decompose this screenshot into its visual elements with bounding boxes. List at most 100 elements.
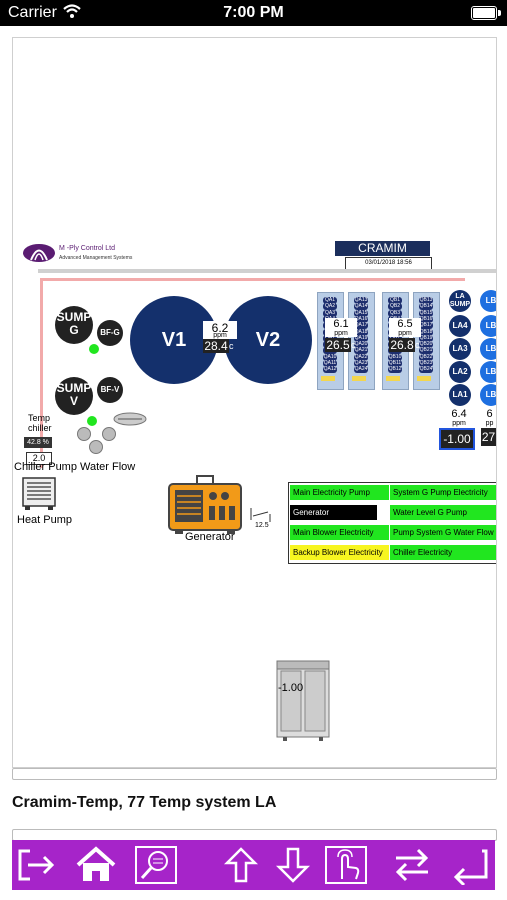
cabinet-unit[interactable]: QA23: [354, 360, 368, 367]
battery-icon: [471, 6, 497, 20]
status-system-g-pump-electricity[interactable]: System G Pump Electricity: [390, 485, 496, 500]
cabinet-unit[interactable]: QA2: [323, 303, 337, 311]
lb1[interactable]: LB: [480, 384, 496, 406]
home-icon: [76, 846, 116, 881]
scada-panel[interactable]: M -Ply Control Ltd Advanced Management S…: [12, 37, 497, 768]
cabinet-unit[interactable]: QA24: [354, 366, 368, 374]
cabinet-unit[interactable]: QB20: [419, 341, 433, 349]
sump-g[interactable]: SUMP G: [55, 306, 93, 344]
cabinet-unit[interactable]: QA1: [323, 297, 337, 304]
fan-icon: [113, 412, 147, 426]
status-main-electricity-pump[interactable]: Main Electricity Pump: [290, 485, 389, 500]
generator-icon[interactable]: [165, 474, 245, 536]
status-main-blower-electricity[interactable]: Main Blower Electricity: [290, 525, 389, 540]
cabinet-unit[interactable]: QB24: [419, 366, 433, 374]
la2[interactable]: LA2: [449, 361, 471, 383]
la-sump[interactable]: LA SUMP: [449, 290, 471, 312]
fridge-value: -1.00: [278, 682, 304, 694]
cabinet-unit[interactable]: QB13: [419, 297, 433, 304]
cabinet-unit[interactable]: QA14: [354, 303, 368, 311]
temp-chiller-label: Temp chiller: [28, 413, 52, 433]
cabinet-unit[interactable]: QA3: [323, 309, 337, 317]
status-backup-blower-electricity[interactable]: Backup Blower Electricity: [290, 545, 389, 560]
lb-ppm-unit: pp: [483, 420, 496, 428]
exit-button[interactable]: [16, 845, 60, 885]
heat-pump-icon[interactable]: [20, 475, 58, 511]
lb2[interactable]: LB: [480, 361, 496, 383]
tank-v2[interactable]: V2: [224, 296, 312, 384]
touch-mode-button[interactable]: [324, 845, 368, 885]
cabinet-unit[interactable]: QA17: [354, 322, 368, 330]
pump-bf-g[interactable]: BF-G: [97, 320, 123, 346]
cabinet-unit[interactable]: QB11: [388, 360, 402, 367]
cabinet-unit[interactable]: QA21: [354, 347, 368, 355]
status-chiller-electricity[interactable]: Chiller Electricity: [390, 545, 496, 560]
cabinet-unit[interactable]: QB16: [419, 315, 433, 323]
sump-v[interactable]: SUMP V: [55, 377, 93, 415]
fridge-icon[interactable]: [275, 659, 331, 741]
cabinet-unit[interactable]: QA11: [323, 360, 337, 367]
la-ppm-value: 6.4: [444, 408, 474, 421]
lb-sump[interactable]: LB: [480, 290, 496, 312]
generator-value: 12.5: [255, 522, 269, 529]
cabinet-status: [321, 376, 335, 381]
company-name: M -Ply Control Ltd: [59, 245, 116, 252]
cabinet-unit[interactable]: QB23: [419, 360, 433, 367]
cabinet-unit[interactable]: QA15: [354, 309, 368, 317]
mid1-ppm-unit: ppm: [325, 330, 357, 337]
search-button[interactable]: [134, 845, 178, 885]
mid1-ppm-value: 6.1: [325, 318, 357, 331]
status-generator[interactable]: Generator: [290, 505, 377, 520]
la3[interactable]: LA3: [449, 338, 471, 360]
scroll-up-button[interactable]: [219, 845, 263, 885]
cabinet-unit[interactable]: QB15: [419, 309, 433, 317]
back-button[interactable]: [446, 845, 490, 887]
la1[interactable]: LA1: [449, 384, 471, 406]
cabinet-unit[interactable]: QA22: [354, 353, 368, 361]
lb4[interactable]: LB: [480, 315, 496, 337]
cabinet-unit[interactable]: QB2: [388, 303, 402, 311]
cabinet-unit[interactable]: QA20: [354, 341, 368, 349]
pump-bf-v[interactable]: BF-V: [97, 377, 123, 403]
swap-button[interactable]: [390, 845, 434, 885]
horizontal-scrollbar[interactable]: [12, 768, 497, 780]
valve-icon: [77, 427, 91, 441]
cabinet-unit[interactable]: QB3: [388, 309, 402, 317]
cabinet-unit[interactable]: QB18: [419, 328, 433, 336]
cabinet-unit[interactable]: QB1: [388, 297, 402, 304]
valve-icon: [102, 427, 116, 441]
cabinet-unit[interactable]: QA12: [323, 366, 337, 374]
cabinet-unit[interactable]: QA18: [354, 328, 368, 336]
cabinet-unit[interactable]: QB14: [419, 303, 433, 311]
cabinet-unit[interactable]: QB21: [419, 347, 433, 355]
cabinet-unit[interactable]: QA19: [354, 334, 368, 342]
carrier-label: Carrier: [8, 4, 57, 21]
cabinet-unit[interactable]: QB17: [419, 322, 433, 330]
mid2-temp-value: 26.8: [389, 338, 415, 352]
cabinet-unit[interactable]: QB19: [419, 334, 433, 342]
page-caption: Cramim-Temp, 77 Temp system LA: [12, 794, 277, 811]
generator-label: Generator: [185, 531, 235, 543]
pump-status-led: [87, 416, 97, 426]
lb3[interactable]: LB: [480, 338, 496, 360]
status-water-level-g-pump[interactable]: Water Level G Pump: [390, 505, 496, 520]
cabinet-unit[interactable]: QA13: [354, 297, 368, 304]
status-pump-system-g-water-flow[interactable]: Pump System G Water Flow: [390, 525, 496, 540]
la4[interactable]: LA4: [449, 315, 471, 337]
cabinet-qb-1[interactable]: QB1QB2QB3QB4QB5QB6QB7QB8QB9QB10QB11QB12: [382, 292, 409, 390]
cabinet-unit[interactable]: QB10: [388, 353, 402, 361]
cabinet-unit[interactable]: QB12: [388, 366, 402, 374]
pipe-red-horizontal: [40, 278, 465, 281]
cabinet-unit[interactable]: QB22: [419, 353, 433, 361]
touch-icon: [325, 846, 367, 884]
cabinet-unit[interactable]: QA16: [354, 315, 368, 323]
mid2-ppm-value: 6.5: [389, 318, 421, 331]
bottom-toolbar: [12, 840, 495, 890]
la-ppm-unit: ppm: [444, 420, 474, 428]
cabinet-unit[interactable]: QA10: [323, 353, 337, 361]
scroll-down-button[interactable]: [271, 845, 315, 885]
swap-icon: [395, 848, 429, 882]
home-button[interactable]: [74, 845, 118, 885]
